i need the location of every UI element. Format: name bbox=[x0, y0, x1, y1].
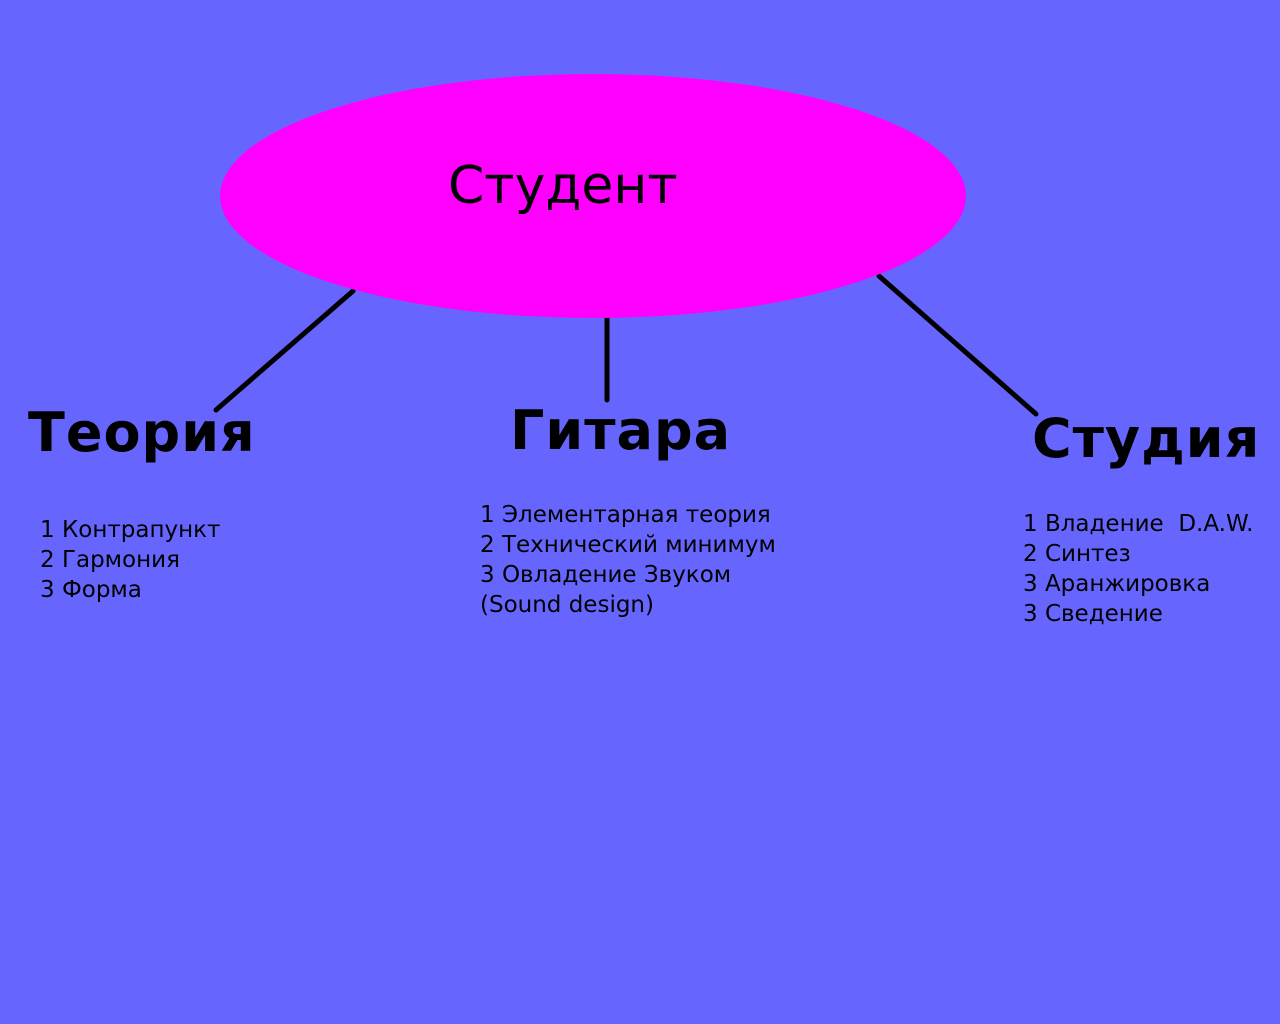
list-item: 3 Форма bbox=[40, 577, 142, 603]
list-item: (Sound design) bbox=[480, 592, 654, 618]
list-item: 3 Сведение bbox=[1023, 601, 1163, 627]
list-item: 3 Овладение Звуком bbox=[480, 562, 732, 588]
list-item: 2 Технический минимум bbox=[480, 532, 776, 558]
list-item: 1 Владение D.A.W. bbox=[1023, 511, 1254, 537]
list-item: 1 Элементарная теория bbox=[480, 502, 771, 528]
branch-title-guitar: Гитара bbox=[510, 399, 732, 462]
branch-title-studio: Студия bbox=[1032, 407, 1261, 470]
list-item: 2 Гармония bbox=[40, 547, 180, 573]
list-item: 1 Контрапункт bbox=[40, 517, 221, 543]
list-item: 2 Синтез bbox=[1023, 541, 1131, 567]
branch-list-guitar: 1 Элементарная теория 2 Технический мини… bbox=[480, 500, 776, 620]
connector-studio bbox=[876, 273, 1039, 417]
center-node-ellipse bbox=[220, 74, 966, 318]
center-node-label: Студент bbox=[448, 156, 678, 216]
branch-list-studio: 1 Владение D.A.W. 2 Синтез 3 Аранжировка… bbox=[1023, 509, 1253, 629]
connector-theory bbox=[213, 288, 356, 413]
list-item: 3 Аранжировка bbox=[1023, 571, 1211, 597]
branch-title-theory: Теория bbox=[28, 401, 256, 464]
branch-list-theory: 1 Контрапункт 2 Гармония 3 Форма bbox=[40, 515, 220, 605]
